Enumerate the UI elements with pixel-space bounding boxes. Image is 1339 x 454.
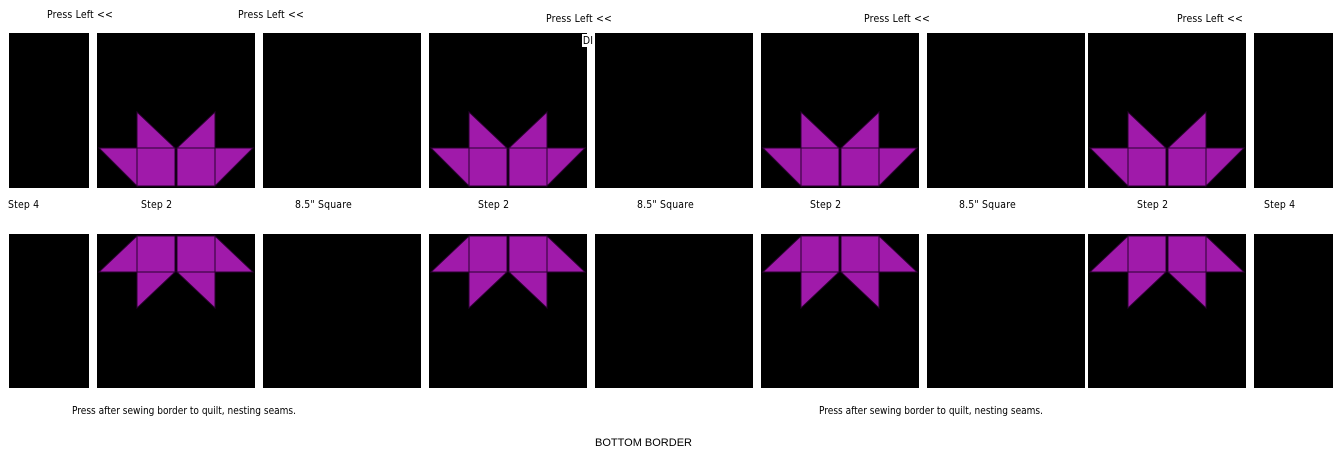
press-label-3: Press Left << bbox=[546, 12, 613, 25]
bottom-border-title: BOTTOM BORDER bbox=[595, 437, 692, 449]
press-note-right: Press after sewing border to quilt, nest… bbox=[819, 404, 1044, 417]
bottom-block-step4-right bbox=[1254, 234, 1333, 388]
top-block-square-3 bbox=[927, 33, 1085, 188]
bottom-block-star-2 bbox=[429, 234, 587, 388]
step-label-2: Step 2 bbox=[141, 198, 173, 211]
star-points-down-4 bbox=[1088, 234, 1246, 310]
bottom-block-square-1 bbox=[263, 234, 421, 388]
bottom-block-square-3 bbox=[927, 234, 1085, 388]
step-label-5: 8.5" Square bbox=[637, 198, 694, 211]
press-label-4: Press Left << bbox=[864, 12, 931, 25]
star-points-up-1 bbox=[97, 110, 255, 188]
star-points-up-4 bbox=[1088, 110, 1246, 188]
step-label-1: Step 4 bbox=[8, 198, 40, 211]
top-block-star-1 bbox=[97, 33, 255, 188]
star-points-down-1 bbox=[97, 234, 255, 310]
overlap-fragment: DI bbox=[582, 34, 595, 47]
top-block-square-1 bbox=[263, 33, 421, 188]
top-block-star-3 bbox=[761, 33, 919, 188]
bottom-block-step4-left bbox=[9, 234, 89, 388]
top-block-step4-left bbox=[9, 33, 89, 188]
step-label-7: 8.5" Square bbox=[959, 198, 1016, 211]
step-label-3: 8.5" Square bbox=[295, 198, 352, 211]
top-block-star-2 bbox=[429, 33, 587, 188]
star-points-up-3 bbox=[761, 110, 919, 188]
top-block-step4-right bbox=[1254, 33, 1333, 188]
press-note-left: Press after sewing border to quilt, nest… bbox=[72, 404, 297, 417]
bottom-block-star-1 bbox=[97, 234, 255, 388]
bottom-block-square-2 bbox=[595, 234, 753, 388]
bottom-block-star-3 bbox=[761, 234, 919, 388]
star-points-up-2 bbox=[429, 110, 587, 188]
step-label-6: Step 2 bbox=[810, 198, 842, 211]
top-block-square-2 bbox=[595, 33, 753, 188]
star-points-down-3 bbox=[761, 234, 919, 310]
step-label-9: Step 4 bbox=[1264, 198, 1296, 211]
bottom-block-star-4 bbox=[1088, 234, 1246, 388]
press-label-2: Press Left << bbox=[238, 8, 305, 21]
top-block-star-4 bbox=[1088, 33, 1246, 188]
step-label-4: Step 2 bbox=[478, 198, 510, 211]
step-label-8: Step 2 bbox=[1137, 198, 1169, 211]
press-label-1: Press Left << bbox=[47, 8, 114, 21]
press-label-5: Press Left << bbox=[1177, 12, 1244, 25]
star-points-down-2 bbox=[429, 234, 587, 310]
